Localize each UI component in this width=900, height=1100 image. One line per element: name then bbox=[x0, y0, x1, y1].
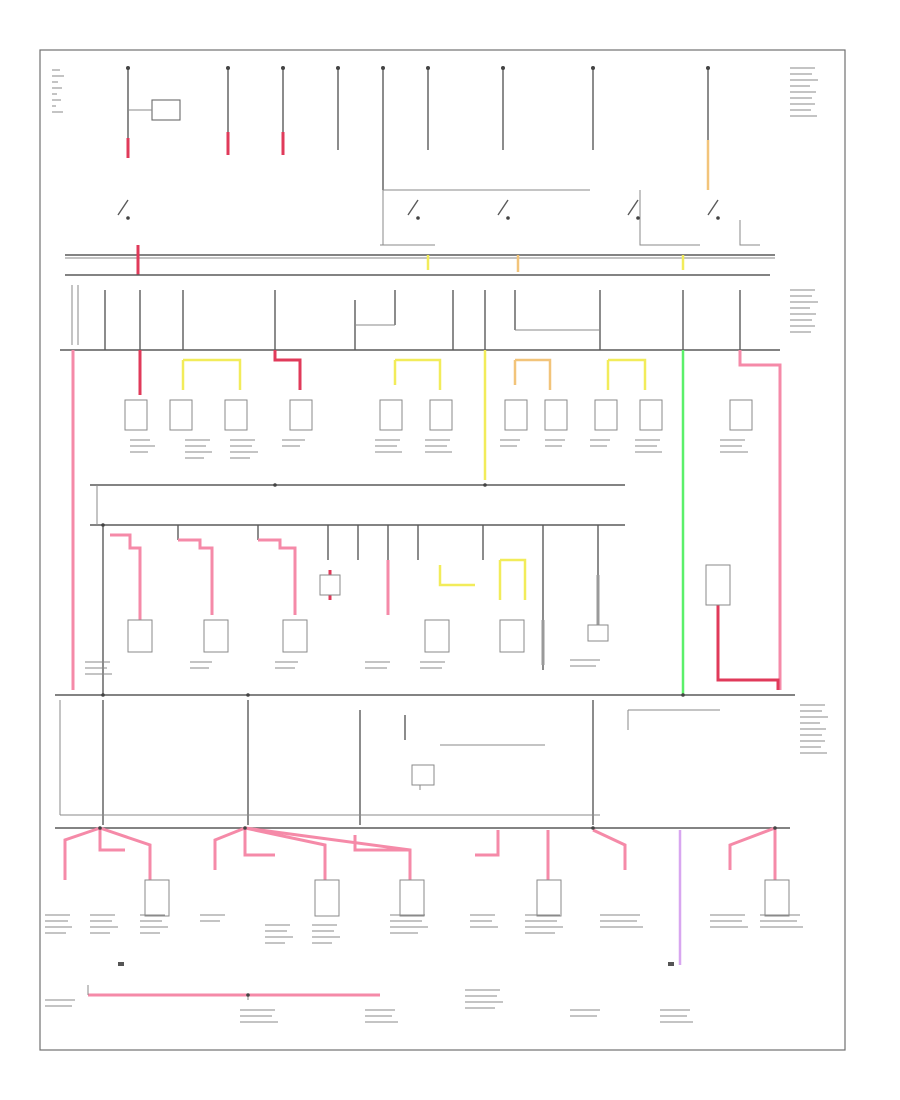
diagram-frame bbox=[39, 49, 846, 1051]
load-row-1 bbox=[71, 350, 782, 695]
fuse-bus-4 bbox=[90, 484, 780, 695]
bottom-loads bbox=[55, 826, 790, 1000]
fuse-bus-2 bbox=[60, 274, 780, 351]
top-fuse-row bbox=[65, 66, 775, 275]
splice-dots bbox=[98, 483, 777, 997]
fuse-bus-5 bbox=[55, 694, 795, 825]
label-marks bbox=[45, 67, 828, 1023]
